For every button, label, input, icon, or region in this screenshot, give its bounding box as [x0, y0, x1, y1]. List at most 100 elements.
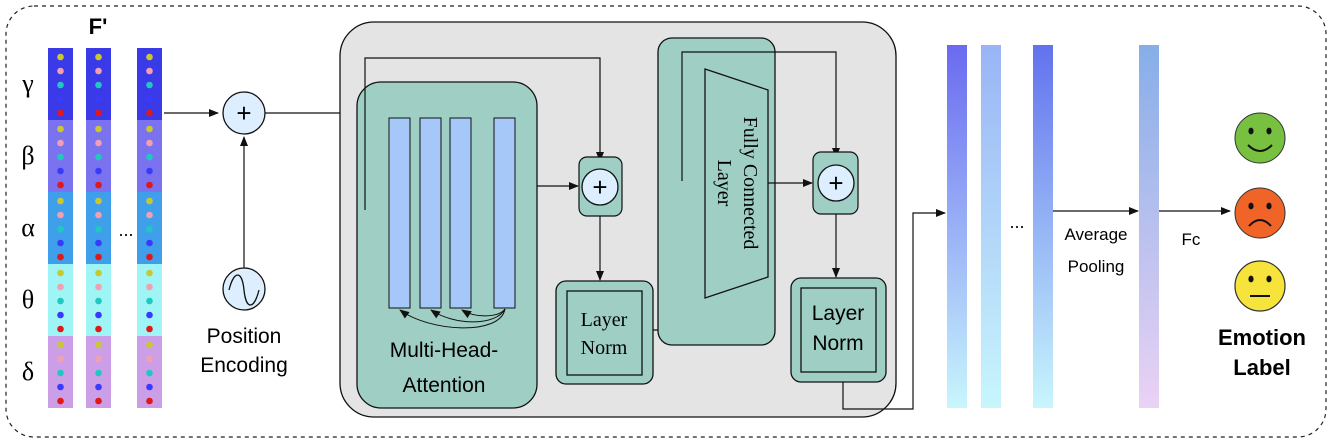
- feature-dot: [95, 355, 102, 363]
- pe-label-line1: Position: [207, 325, 282, 348]
- feature-dot: [95, 397, 102, 405]
- add-node-1: +: [578, 156, 623, 217]
- feature-columns: [48, 48, 162, 408]
- residual-skip-2: [681, 51, 840, 181]
- pooling-label-line2: Pooling: [1068, 257, 1125, 276]
- feature-dot: [57, 341, 64, 349]
- output-token-3: [1033, 45, 1053, 408]
- feature-dot: [57, 253, 64, 261]
- feature-dot: [57, 125, 64, 133]
- happy-face-icon: [1234, 112, 1286, 164]
- pooled-vector: [1139, 45, 1159, 408]
- feature-dot: [57, 109, 64, 117]
- feature-dot: [146, 125, 153, 133]
- layer-norm-2: Layer Norm: [790, 277, 887, 383]
- ln1-inner: [566, 290, 643, 376]
- mha-label-line1: Multi-Head-: [390, 339, 499, 362]
- arrow-ln2-to-output: [842, 209, 946, 410]
- fc-label: Fully Connected Layer: [713, 117, 761, 250]
- feature-dot: [146, 53, 153, 61]
- fc-label-line2: Layer: [713, 160, 735, 207]
- feature-matrix-title: F': [89, 14, 108, 39]
- band-symbols: γ β α θ δ: [21, 69, 35, 386]
- output-token-1: [947, 45, 967, 408]
- pooling-label-line1: Average: [1064, 225, 1127, 244]
- feature-dot: [57, 211, 64, 219]
- feature-dot: [146, 225, 153, 233]
- fc-output-label: Fc: [1182, 230, 1201, 249]
- feature-dot: [95, 239, 102, 247]
- feature-dot: [146, 269, 153, 277]
- feature-dot: [146, 109, 153, 117]
- ln1-label-line1: Layer: [581, 309, 628, 331]
- feature-dot: [95, 341, 102, 349]
- feature-dot: [146, 283, 153, 291]
- feature-dot: [95, 311, 102, 319]
- attn-head-3: [449, 117, 472, 309]
- mha-label-line2: Attention: [403, 374, 486, 397]
- feature-dot: [95, 197, 102, 205]
- feature-dot: [57, 397, 64, 405]
- sad-face-icon: [1234, 187, 1286, 239]
- position-add-node: +: [222, 91, 266, 135]
- outer-dashed-frame: [5, 5, 1327, 438]
- feature-dot: [57, 369, 64, 377]
- sine-wave-curve: [228, 274, 260, 306]
- feature-dot: [146, 325, 153, 333]
- ln1-label-line2: Norm: [581, 337, 628, 359]
- feature-dot: [146, 197, 153, 205]
- attn-curve-1: [399, 308, 506, 329]
- ln2-outer: [790, 277, 887, 383]
- feature-dot: [146, 181, 153, 189]
- feature-dot: [146, 211, 153, 219]
- feature-dot: [146, 67, 153, 75]
- feature-dot: [57, 139, 64, 147]
- feature-dot: [146, 153, 153, 161]
- feature-dot: [95, 225, 102, 233]
- plus-circle-3: [817, 164, 855, 202]
- feature-dot: [57, 225, 64, 233]
- feature-dot: [95, 181, 102, 189]
- fc-label-line1: Fully Connected: [739, 117, 761, 250]
- feature-dot: [57, 167, 64, 175]
- band-symbol: γ: [21, 69, 34, 98]
- ln2-label-line1: Layer: [812, 302, 865, 325]
- feature-dot: [95, 53, 102, 61]
- feature-ellipsis: ...: [118, 220, 133, 240]
- feature-dot: [95, 369, 102, 377]
- feature-dot: [146, 239, 153, 247]
- feature-dot: [57, 81, 64, 89]
- feature-dot: [95, 153, 102, 161]
- feature-dot: [95, 125, 102, 133]
- feature-dot: [146, 297, 153, 305]
- feature-dot: [146, 253, 153, 261]
- emotion-label-line1: Emotion: [1218, 325, 1306, 350]
- feature-dot: [95, 139, 102, 147]
- band-symbol: δ: [22, 357, 34, 386]
- feature-dot: [95, 95, 102, 103]
- feature-dot: [146, 311, 153, 319]
- feature-dot: [95, 269, 102, 277]
- band-symbol: θ: [22, 285, 34, 314]
- feature-dot: [146, 167, 153, 175]
- feature-dot: [95, 67, 102, 75]
- feature-dot: [57, 269, 64, 277]
- feature-dot: [95, 253, 102, 261]
- feature-dot: [146, 369, 153, 377]
- ln2-label-line2: Norm: [812, 332, 863, 355]
- residual-skip-1: [364, 57, 604, 210]
- ln2-inner: [800, 287, 877, 373]
- feature-dot: [57, 383, 64, 391]
- feature-dot: [95, 283, 102, 291]
- plus-symbol-2: +: [592, 172, 607, 202]
- plus-symbol-1: +: [236, 98, 251, 128]
- output-token-2: [981, 45, 1001, 408]
- feature-dot: [146, 139, 153, 147]
- add-node-2: +: [812, 151, 859, 215]
- feature-dot: [57, 67, 64, 75]
- feature-dot: [95, 383, 102, 391]
- attn-curve-2: [430, 308, 506, 323]
- band-symbol: β: [21, 141, 34, 170]
- feature-dot: [57, 239, 64, 247]
- band-symbol: α: [21, 213, 35, 242]
